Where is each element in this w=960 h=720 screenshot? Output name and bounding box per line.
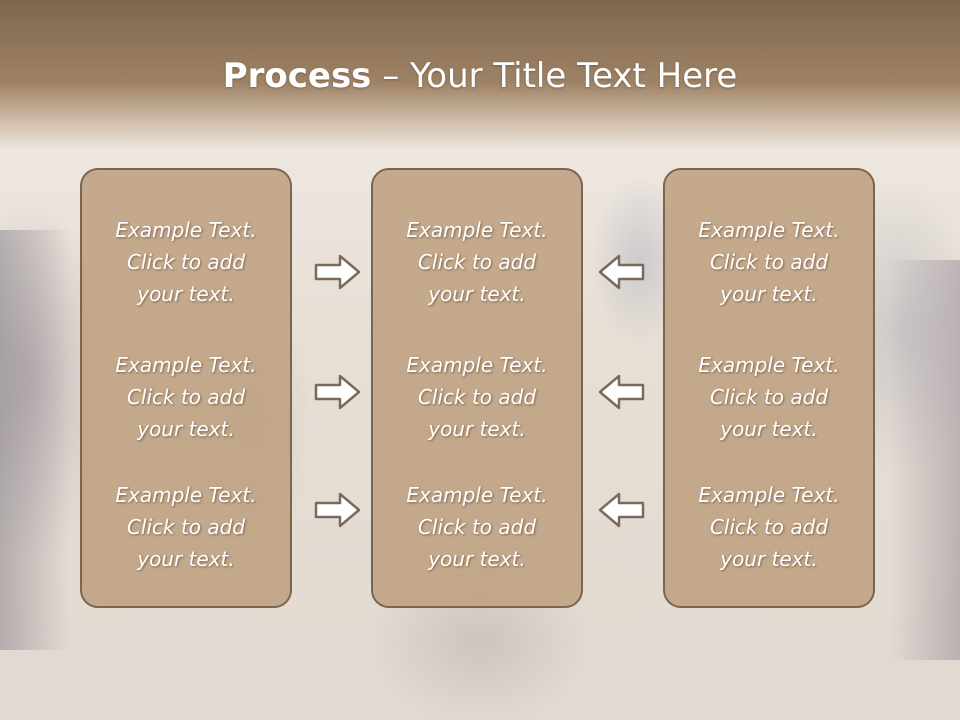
left-arrow-icon: [598, 374, 645, 410]
text-placeholder[interactable]: Example Text. Click to add your text.: [115, 218, 257, 306]
right-arrow-icon: [314, 492, 361, 528]
text-placeholder[interactable]: Example Text. Click to add your text.: [115, 483, 257, 571]
background-figure-right: [890, 260, 960, 660]
text-placeholder[interactable]: Example Text. Click to add your text.: [406, 483, 548, 571]
right-text-box[interactable]: Example Text. Click to add your text. Ex…: [663, 168, 875, 608]
left-arrow-icon: [598, 254, 645, 290]
right-arrow-icon: [314, 374, 361, 410]
left-text-box[interactable]: Example Text. Click to add your text. Ex…: [80, 168, 292, 608]
left-arrow-icon: [598, 492, 645, 528]
text-placeholder[interactable]: Example Text. Click to add your text.: [698, 218, 840, 306]
header-band: [0, 0, 960, 150]
center-text-box[interactable]: Example Text. Click to add your text. Ex…: [371, 168, 583, 608]
text-placeholder[interactable]: Example Text. Click to add your text.: [698, 483, 840, 571]
title-bold-part: Process: [222, 56, 372, 96]
slide-title[interactable]: Process – Your Title Text Here: [0, 52, 960, 100]
text-placeholder[interactable]: Example Text. Click to add your text.: [115, 353, 257, 441]
right-arrow-icon: [314, 254, 361, 290]
title-rest-part: – Your Title Text Here: [371, 56, 738, 96]
text-placeholder[interactable]: Example Text. Click to add your text.: [406, 353, 548, 441]
background-figure-left: [0, 230, 70, 650]
text-placeholder[interactable]: Example Text. Click to add your text.: [406, 218, 548, 306]
text-placeholder[interactable]: Example Text. Click to add your text.: [698, 353, 840, 441]
